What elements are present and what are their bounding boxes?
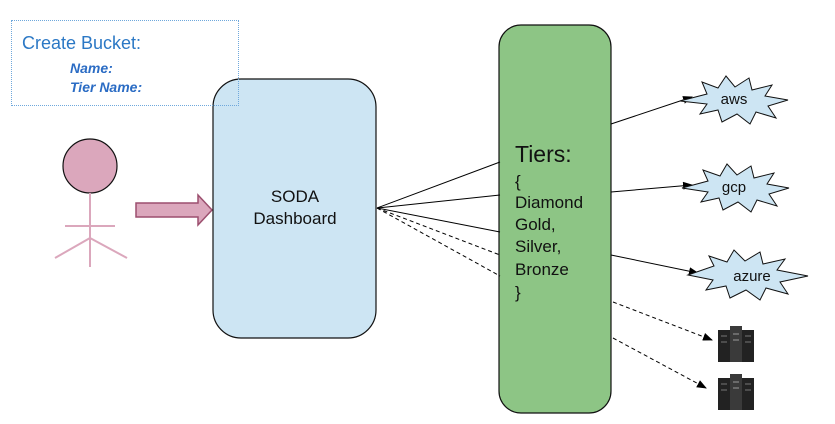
tiers-close-brace: } xyxy=(515,283,521,302)
soda-dashboard-label: SODA Dashboard xyxy=(214,186,376,230)
aws-cloud-shape xyxy=(679,75,789,125)
arrow-icon xyxy=(135,193,214,227)
gcp-cloud-shape xyxy=(681,163,790,213)
dashboard-tier-connectors xyxy=(376,161,501,233)
create-bucket-panel xyxy=(11,20,239,106)
create-bucket-title: Create Bucket: xyxy=(22,33,142,53)
cloud-label-aws: aws xyxy=(720,91,748,108)
user-icon xyxy=(54,138,128,267)
cloud-label-azure: azure xyxy=(733,268,771,285)
server-icon xyxy=(718,326,754,362)
tier-item: Bronze xyxy=(515,260,569,279)
tiers-open-brace: { xyxy=(515,172,521,191)
tier-item: Gold, xyxy=(515,215,556,234)
tier-server-arrows xyxy=(612,301,713,389)
tier-item: Silver, xyxy=(515,237,562,256)
tier-item: Diamond xyxy=(515,193,584,212)
cloud-label-gcp: gcp xyxy=(721,179,747,196)
server-icon xyxy=(718,374,754,410)
azure-cloud-shape xyxy=(686,249,809,301)
soda-dashboard-box xyxy=(212,78,377,339)
tiers-title: Tiers: xyxy=(515,141,572,167)
dashboard-line2: Dashboard xyxy=(253,209,337,228)
dashboard-tier-dashed-connectors xyxy=(376,207,501,277)
tier-name-field-label: Tier Name: xyxy=(70,79,143,95)
name-field-label: Name: xyxy=(70,60,113,76)
tier-cloud-arrows xyxy=(610,96,699,276)
tiers-box xyxy=(498,24,612,414)
dashboard-line1: SODA xyxy=(270,187,320,206)
